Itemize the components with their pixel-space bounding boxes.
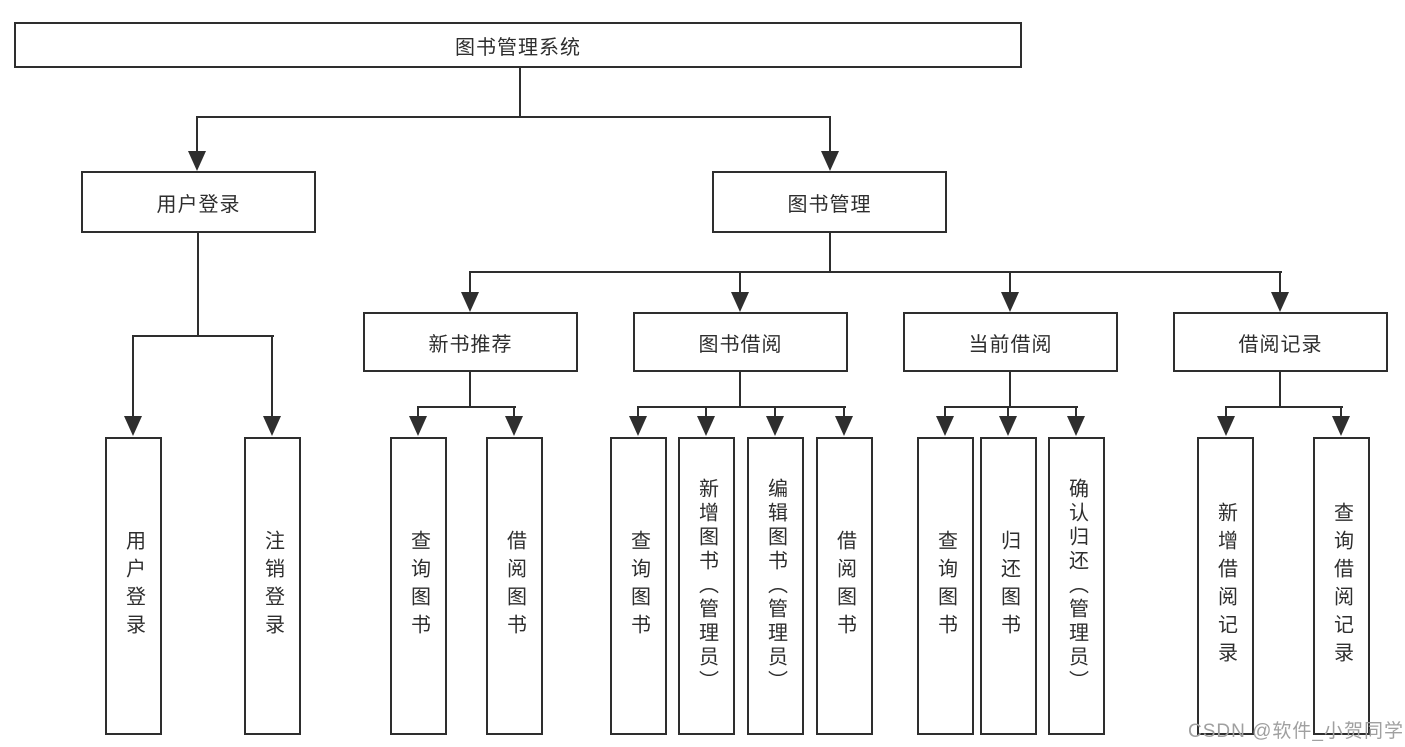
connector-line: [774, 406, 776, 417]
arrowhead-down-icon: [188, 151, 206, 171]
leaf-return-book: 归还图书: [980, 437, 1037, 735]
connector-line: [1340, 406, 1342, 417]
node-user-login: 用户登录: [81, 171, 316, 233]
connector-line: [469, 271, 471, 294]
arrowhead-down-icon: [1271, 292, 1289, 312]
arrowhead-down-icon: [1001, 292, 1019, 312]
node-new-book-recommendation: 新书推荐: [363, 312, 578, 372]
connector-line: [1225, 406, 1227, 417]
connector-line: [417, 406, 419, 417]
arrowhead-down-icon: [1332, 416, 1350, 436]
connector-line: [944, 406, 1078, 408]
leaf-user-login: 用户登录: [105, 437, 162, 735]
arrowhead-down-icon: [263, 416, 281, 436]
arrowhead-down-icon: [409, 416, 427, 436]
connector-line: [196, 116, 831, 118]
connector-line: [637, 406, 639, 417]
connector-line: [1075, 406, 1077, 417]
leaf-borrow-books: 借阅图书: [816, 437, 873, 735]
leaf-logout: 注销登录: [244, 437, 301, 735]
connector-line: [829, 233, 831, 273]
connector-line: [739, 372, 741, 408]
leaf-query-borrow-record: 查询借阅记录: [1313, 437, 1370, 735]
node-root: 图书管理系统: [14, 22, 1022, 68]
arrowhead-down-icon: [1067, 416, 1085, 436]
arrowhead-down-icon: [461, 292, 479, 312]
arrowhead-down-icon: [835, 416, 853, 436]
connector-line: [739, 271, 741, 294]
arrowhead-down-icon: [697, 416, 715, 436]
connector-line: [417, 406, 516, 408]
arrowhead-down-icon: [821, 151, 839, 171]
node-book-borrowing: 图书借阅: [633, 312, 848, 372]
arrowhead-down-icon: [505, 416, 523, 436]
connector-line: [1009, 372, 1011, 408]
connector-line: [469, 372, 471, 408]
leaf-query-books-current: 查询图书: [917, 437, 974, 735]
connector-line: [637, 406, 846, 408]
leaf-add-book-admin: 新增图书（管理员）: [678, 437, 735, 735]
connector-line: [132, 335, 274, 337]
connector-line: [271, 335, 273, 417]
connector-line: [944, 406, 946, 417]
leaf-query-books-recommend: 查询图书: [390, 437, 447, 735]
arrowhead-down-icon: [999, 416, 1017, 436]
arrowhead-down-icon: [731, 292, 749, 312]
arrowhead-down-icon: [124, 416, 142, 436]
connector-line: [513, 406, 515, 417]
leaf-add-borrow-record: 新增借阅记录: [1197, 437, 1254, 735]
connector-line: [196, 116, 198, 152]
node-borrow-records: 借阅记录: [1173, 312, 1388, 372]
connector-line: [1009, 271, 1011, 294]
connector-line: [1225, 406, 1343, 408]
connector-line: [829, 116, 831, 152]
leaf-confirm-return-admin: 确认归还（管理员）: [1048, 437, 1105, 735]
watermark: CSDN @软件_小贺同学: [1188, 721, 1404, 742]
leaf-borrow-books-recommend: 借阅图书: [486, 437, 543, 735]
connector-line: [469, 271, 1282, 273]
leaf-query-books-borrowing: 查询图书: [610, 437, 667, 735]
arrowhead-down-icon: [629, 416, 647, 436]
arrowhead-down-icon: [1217, 416, 1235, 436]
arrowhead-down-icon: [766, 416, 784, 436]
node-current-borrowing: 当前借阅: [903, 312, 1118, 372]
connector-line: [1279, 271, 1281, 294]
connector-line: [843, 406, 845, 417]
connector-line: [519, 67, 521, 118]
connector-line: [132, 335, 134, 417]
connector-line: [705, 406, 707, 417]
connector-line: [1007, 406, 1009, 417]
leaf-edit-book-admin: 编辑图书（管理员）: [747, 437, 804, 735]
connector-line: [1279, 372, 1281, 408]
connector-line: [197, 233, 199, 336]
arrowhead-down-icon: [936, 416, 954, 436]
node-book-management: 图书管理: [712, 171, 947, 233]
